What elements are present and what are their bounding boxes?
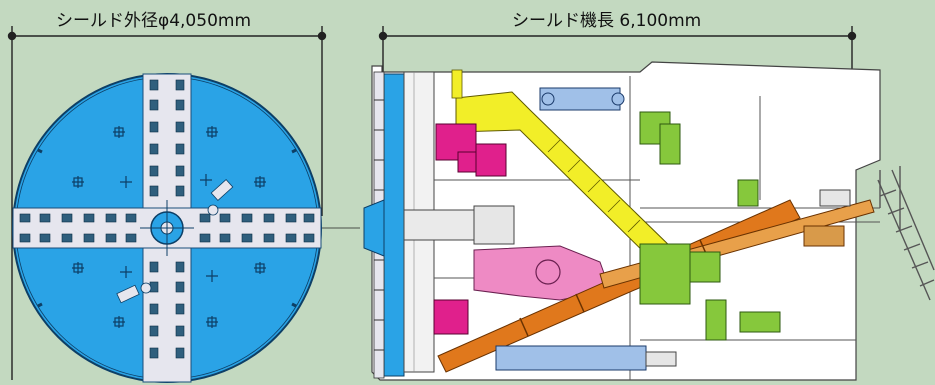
cutter-bits (19, 79, 315, 359)
face-cutters (72, 126, 266, 328)
hydraulic-cylinder-bottom (495, 345, 647, 371)
hydraulic-cylinder-top (539, 87, 625, 111)
copy-cutter-tag-2 (116, 284, 140, 304)
cutter-head-side (383, 73, 405, 377)
copy-cutter-tag (210, 179, 234, 201)
length-dimension-line (378, 26, 857, 72)
pump-motor-lower (433, 299, 469, 335)
pump-motor-upper (435, 123, 507, 177)
diameter-dimension-label: シールド外径φ4,050mm (52, 6, 256, 31)
cutter-head-front-view (12, 73, 322, 383)
length-dimension-label: シールド機長 6,100mm (508, 6, 706, 31)
access-ladder (877, 166, 935, 301)
gear-motors (639, 111, 781, 341)
diameter-dimension-line (7, 26, 327, 380)
shield-side-view (363, 61, 935, 381)
